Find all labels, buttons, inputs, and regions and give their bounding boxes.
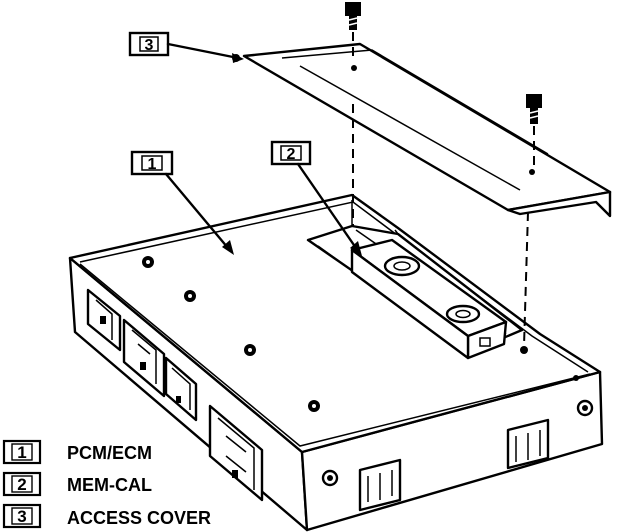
end-face-details (321, 375, 594, 512)
legend-number-2: 2 (17, 475, 26, 494)
callout-2: 2 (270, 140, 362, 256)
callout-3: 3 (128, 31, 244, 63)
access-cover (232, 42, 612, 218)
callout-3-number: 3 (145, 37, 154, 54)
legend-item-1: 1 PCM/ECM (2, 439, 152, 465)
legend-label-access-cover: ACCESS COVER (67, 508, 211, 528)
cover-screw-left (345, 2, 361, 30)
cover-screw-right (526, 94, 542, 124)
mem-cal-module (350, 238, 508, 360)
legend: 1 PCM/ECM 2 MEM-CAL 3 ACCESS COVER (2, 439, 211, 529)
front-connectors (86, 288, 264, 502)
alignment-lines (352, 32, 535, 347)
callout-1-number: 1 (148, 156, 157, 173)
legend-number-3: 3 (17, 507, 26, 526)
access-cover-top (242, 42, 612, 212)
legend-label-pcm-ecm: PCM/ECM (67, 443, 152, 463)
access-cover-lip (506, 190, 612, 218)
top-screw-holes (142, 256, 528, 412)
callout-2-number: 2 (287, 146, 296, 163)
legend-label-mem-cal: MEM-CAL (67, 475, 152, 495)
legend-item-3: 3 ACCESS COVER (2, 503, 211, 529)
legend-item-2: 2 MEM-CAL (2, 471, 152, 497)
callout-1: 1 (130, 150, 234, 255)
legend-number-1: 1 (17, 443, 26, 462)
